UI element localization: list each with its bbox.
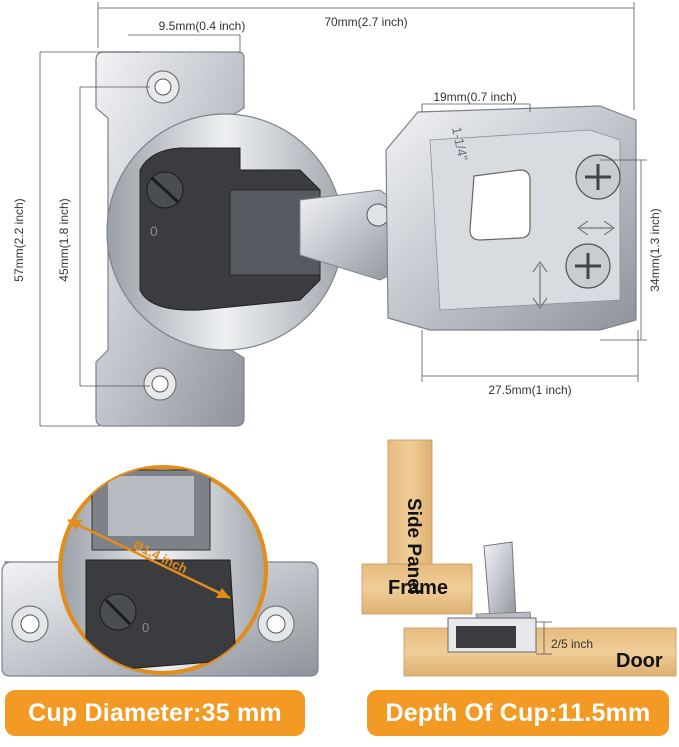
door-label: Door [616, 650, 663, 672]
frame-board [361, 563, 473, 615]
dimension-plate-depth: 27.5mm(1 inch) [421, 330, 639, 397]
dimension-total-width: 70mm(2.7 inch) [97, 2, 635, 110]
screw-hole-bottom [143, 367, 177, 401]
screw-hole-right [257, 605, 295, 643]
dimension-total-height: 57mm(2.2 inch) [12, 51, 140, 427]
diameter-arrow [67, 518, 231, 600]
plate-height-label: 34mm(1.3 inch) [648, 208, 662, 291]
svg-text:0: 0 [150, 223, 158, 239]
side-panel-label: Side Panel [403, 498, 424, 595]
cabinet-diagram: 2/5 inch [361, 439, 677, 677]
dimension-cup-height: 45mm(1.8 inch) [57, 86, 150, 387]
phillips-screw-icon [575, 154, 621, 200]
vertical-adjust-arrow-icon [532, 260, 548, 310]
cup-closeup: 0 Ø1.4 inch [1, 465, 319, 677]
cup-depth-caption: Depth Of Cup:11.5mm [367, 690, 669, 736]
dimension-plate-height: 34mm(1.3 inch) [600, 159, 662, 341]
side-panel-board [387, 439, 433, 565]
plate-width-label: 19mm(0.7 inch) [433, 90, 516, 104]
screw-hole-left [11, 605, 49, 643]
overlay-marking: 1-1/4" [449, 126, 471, 163]
hinge-mounting-bracket: 1-1/4" [385, 105, 637, 331]
cup-depth-inch-label: 2/5 inch [551, 637, 593, 651]
total-width-label: 70mm(2.7 inch) [324, 15, 407, 29]
frame-label: Frame [388, 577, 449, 599]
cup-diameter-caption: Cup Diameter:35 mm [5, 690, 305, 736]
cup-height-label: 45mm(1.8 inch) [57, 198, 71, 281]
bracket-slot [469, 169, 531, 241]
horizontal-adjust-arrow-icon [576, 220, 616, 236]
screw-hole-top [146, 70, 180, 104]
hinge-side-view [483, 541, 517, 621]
plate-depth-label: 27.5mm(1 inch) [488, 383, 571, 397]
total-height-label: 57mm(2.2 inch) [12, 198, 26, 281]
screw-offset-label: 9.5mm(0.4 inch) [159, 19, 246, 33]
dimension-plate-width: 19mm(0.7 inch) [421, 90, 531, 112]
hinge-arm [299, 189, 401, 281]
dimension-screw-offset: 9.5mm(0.4 inch) [128, 19, 245, 52]
svg-text:0: 0 [142, 620, 149, 635]
phillips-screw-icon [565, 243, 611, 289]
